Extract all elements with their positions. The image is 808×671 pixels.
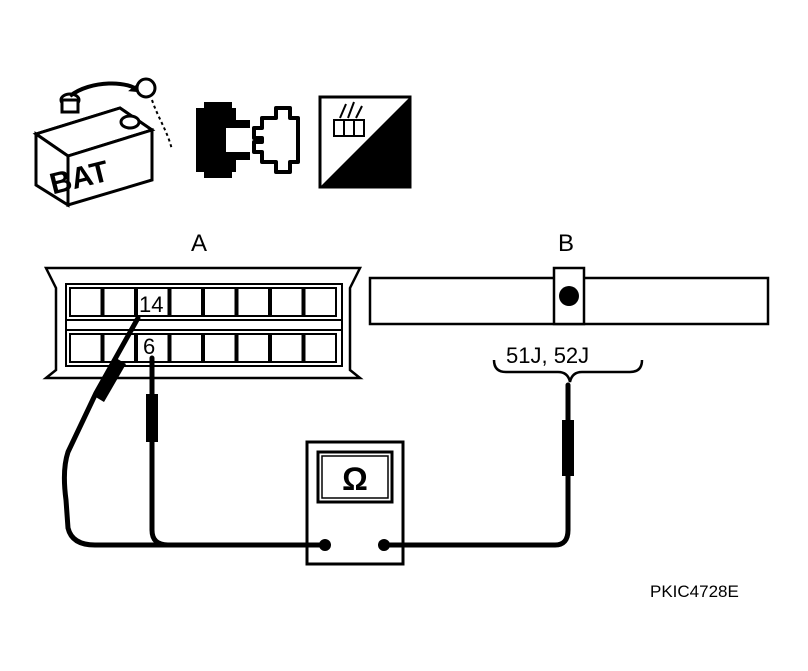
test-lead-pin-6: [149, 355, 171, 548]
connector-a-label: A: [191, 230, 207, 257]
connector-b: [368, 266, 770, 326]
connector-a-cavity: [303, 287, 337, 317]
terminal-dot: [559, 286, 579, 306]
connector-a-cavity: [270, 333, 304, 363]
connector-a-cavity: [236, 333, 270, 363]
probe-grip-6: [146, 394, 158, 442]
connector-a-cavity: [69, 333, 103, 363]
probe-grip-b: [562, 420, 574, 476]
figure-code: PKIC4728E: [650, 582, 739, 601]
connector-b-label: B: [558, 230, 574, 257]
connector-a-cavity: [169, 333, 203, 363]
pin-6-label: 6: [143, 334, 155, 359]
ohm-symbol: Ω: [342, 461, 368, 497]
terminal-service-icon: T.S.: [318, 95, 412, 189]
connector-a-cavity: [303, 333, 337, 363]
connector-a-cavity: [169, 287, 203, 317]
ts-label: T.S.: [352, 163, 386, 185]
battery-disconnect-icon: BAT: [32, 77, 173, 208]
pin-14-label: 14: [139, 292, 163, 317]
ohmmeter-icon: [305, 440, 405, 566]
connector-a-cavity: [203, 287, 237, 317]
connector-a-cavity: [102, 287, 136, 317]
terminals-bracket: [492, 359, 644, 383]
terminals-label: 51J, 52J: [506, 343, 589, 368]
connector-a-cavity: [236, 287, 270, 317]
test-lead-pin-14: [61, 315, 328, 548]
connector-a-cavity: [69, 287, 103, 317]
connector-disconnect-icon: [196, 102, 300, 178]
probe-grip-14: [94, 358, 126, 402]
connector-a-cavity: [136, 287, 170, 317]
connector-a-cavity: [203, 333, 237, 363]
connector-a-cavity: [270, 287, 304, 317]
test-lead-connector-b: [381, 382, 571, 548]
connector-a: [42, 266, 364, 380]
